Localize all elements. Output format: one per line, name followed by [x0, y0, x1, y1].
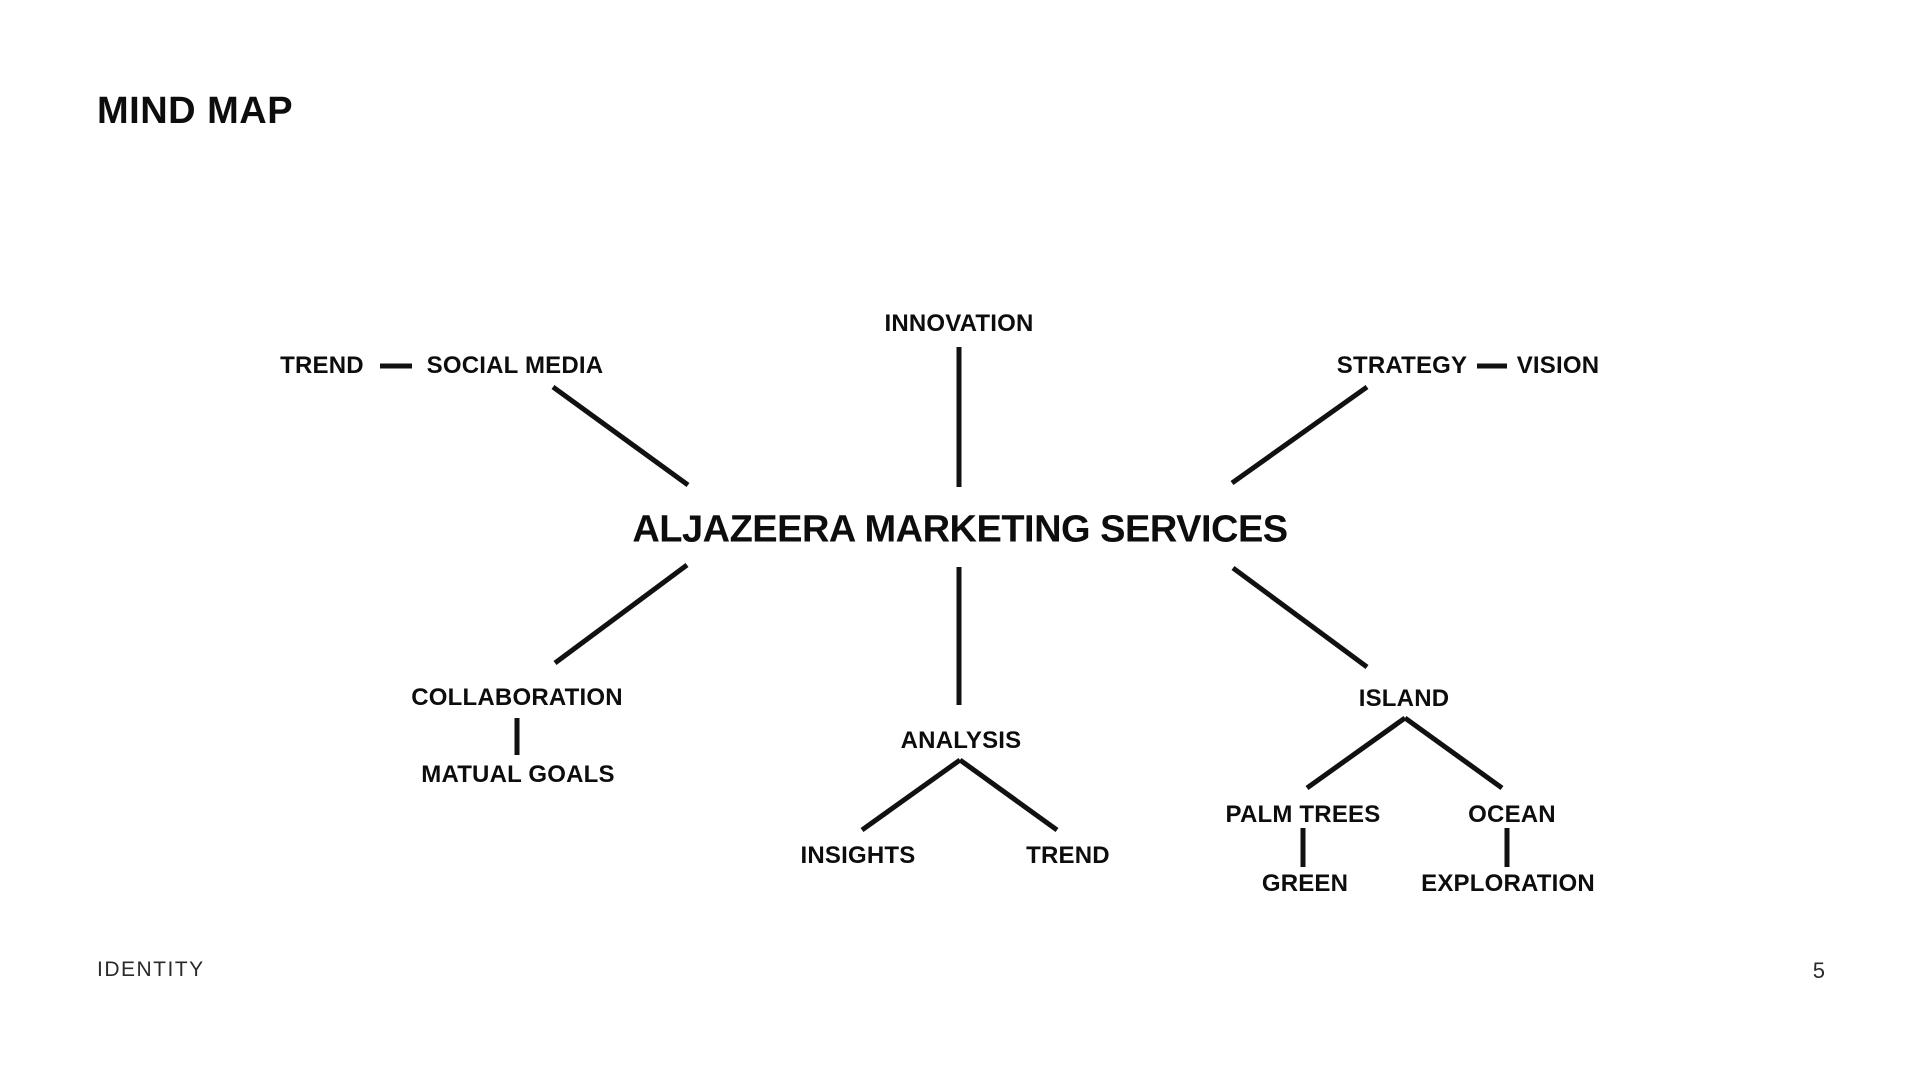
node-matual-goals: MATUAL GOALS [421, 761, 615, 788]
node-trend-bottom: TREND [1026, 842, 1110, 869]
page-title: MIND MAP [97, 90, 294, 132]
node-ocean: OCEAN [1468, 801, 1556, 828]
node-island: ISLAND [1358, 685, 1450, 712]
connector-center-collaboration [553, 562, 689, 666]
page-number: 5 [1812, 958, 1825, 983]
node-social-media: SOCIAL MEDIA [426, 352, 604, 379]
connector-center-strategy [1230, 384, 1369, 486]
connector-analysis-trend [958, 757, 1059, 833]
connector-center-island [1231, 565, 1369, 670]
node-collaboration: COLLABORATION [411, 684, 623, 711]
connector-center-social-media [551, 384, 690, 488]
node-exploration: EXPLORATION [1421, 870, 1595, 897]
node-green: GREEN [1261, 870, 1349, 897]
connector-analysis-insights [860, 757, 962, 833]
node-strategy: STRATEGY [1336, 352, 1468, 379]
node-trend-top: TREND [280, 352, 364, 379]
footer-section-label: IDENTITY [97, 958, 205, 981]
node-palm-trees: PALM TREES [1225, 801, 1381, 828]
node-insights: INSIGHTS [800, 842, 916, 869]
node-innovation: INNOVATION [884, 310, 1034, 337]
connector-island-palm-trees [1305, 715, 1407, 791]
node-vision: VISION [1516, 352, 1600, 379]
node-center: ALJAZEERA MARKETING SERVICES [632, 508, 1288, 551]
node-analysis: ANALYSIS [900, 727, 1022, 754]
connector-island-ocean [1403, 715, 1504, 791]
